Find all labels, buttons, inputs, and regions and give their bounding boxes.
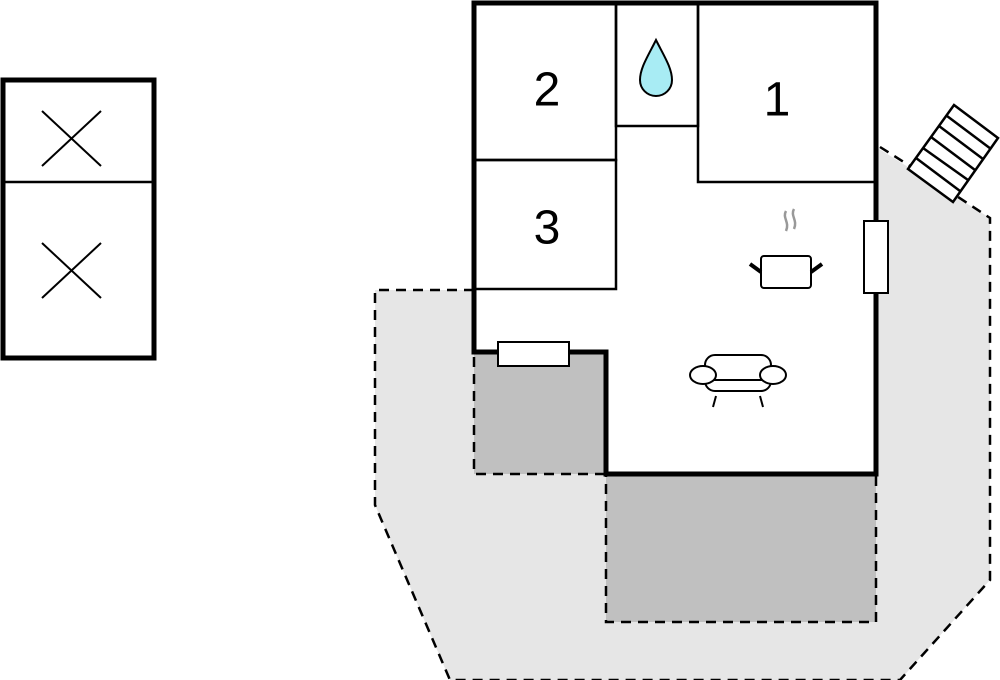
covered-area-bottom xyxy=(604,472,878,624)
room-1-label: 1 xyxy=(764,74,791,127)
stairs-icon xyxy=(906,103,1000,204)
room-3-label: 3 xyxy=(534,202,561,255)
terrace-boundary-top xyxy=(879,145,911,168)
outbuilding xyxy=(0,77,157,361)
window-right xyxy=(863,220,889,294)
armchair-icon xyxy=(689,354,787,408)
bed-cross-icon xyxy=(41,242,102,299)
cooking-pot-icon xyxy=(748,208,824,289)
bed-cross-icon xyxy=(41,110,102,167)
house-outline-border xyxy=(471,0,879,477)
window-left xyxy=(497,341,570,367)
water-drop-icon xyxy=(638,37,674,97)
covered-area-left xyxy=(472,350,608,476)
room-2-label: 2 xyxy=(534,64,561,117)
